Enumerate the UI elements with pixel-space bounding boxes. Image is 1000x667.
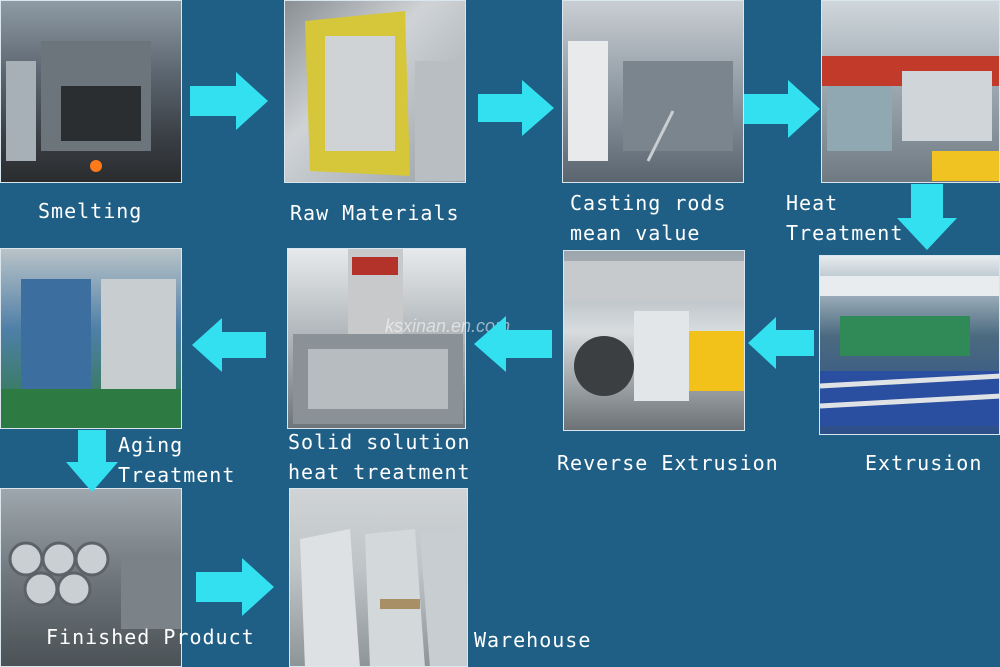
label-smelting: Smelting (38, 199, 143, 223)
arrow-left-icon (192, 318, 266, 372)
heat-treatment-photo (821, 0, 1000, 183)
label-raw-materials: Raw Materials (290, 201, 460, 225)
label-reverse-extrusion: Reverse Extrusion (557, 451, 779, 475)
extrusion-line-illustration (820, 276, 999, 426)
watermark: ksxinan.en.com (385, 316, 511, 336)
label-solid-line2: heat treatment (288, 460, 471, 484)
arrow-down-icon (66, 430, 118, 492)
raw-materials-photo (284, 0, 466, 183)
label-heat-line1: Heat (786, 191, 839, 215)
arrow-left-icon (748, 317, 814, 369)
arrow-right-icon (190, 72, 268, 130)
arrow-right-icon (478, 80, 554, 136)
label-solid-line1: Solid solution (288, 430, 471, 454)
solid-solution-photo (287, 248, 466, 429)
reverse-extrusion-photo (563, 250, 745, 431)
label-casting-line2: mean value (570, 221, 701, 245)
arrow-down-icon (897, 184, 957, 250)
solid-solution-tower-illustration (293, 249, 463, 424)
smelting-photo (0, 0, 182, 183)
arrow-left-icon (474, 316, 552, 372)
heat-treatment-equipment-illustration (822, 56, 999, 181)
label-warehouse: Warehouse (474, 628, 592, 652)
aging-furnace-illustration (1, 279, 181, 428)
casting-line-illustration (568, 41, 733, 162)
arrow-right-icon (196, 558, 274, 616)
label-finished-product: Finished Product (46, 625, 255, 649)
label-heat-line2: Treatment (786, 221, 904, 245)
raw-materials-mold-illustration (305, 11, 465, 181)
casting-photo (562, 0, 744, 183)
warehouse-bundles-illustration (300, 529, 467, 666)
label-casting-line1: Casting rods (570, 191, 727, 215)
label-aging-line2: Treatment (118, 463, 236, 487)
reverse-extrusion-press-illustration (564, 261, 744, 401)
arrow-right-icon (744, 80, 820, 138)
smelting-furnace-illustration (6, 41, 151, 172)
label-extrusion: Extrusion (865, 451, 983, 475)
label-aging-line1: Aging (118, 433, 184, 457)
warehouse-photo (289, 488, 468, 667)
aging-treatment-photo (0, 248, 182, 429)
extrusion-photo (819, 255, 1000, 435)
finished-tubes-illustration (8, 541, 181, 629)
